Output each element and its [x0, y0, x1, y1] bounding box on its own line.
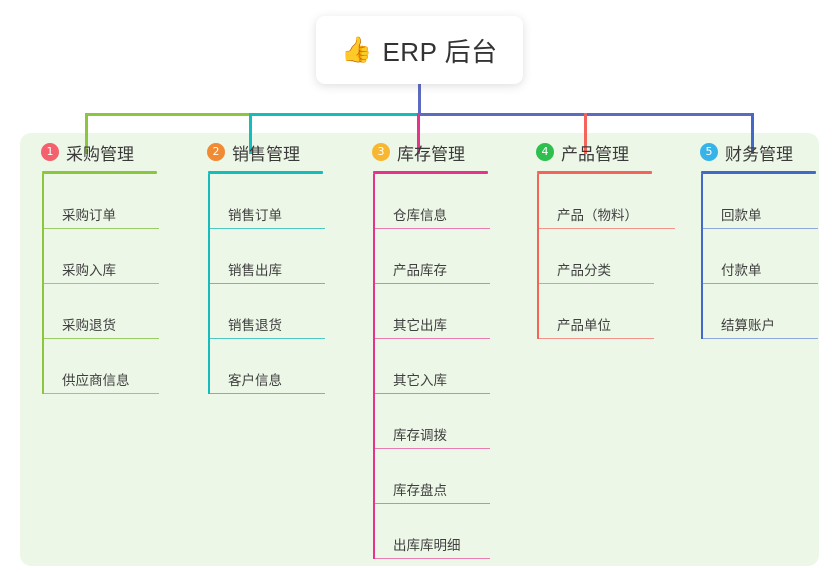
- leaf-item[interactable]: 结算账户: [701, 284, 818, 339]
- branch-title-5: 财务管理: [725, 144, 793, 164]
- leaf-list-4: 产品（物料） 产品分类产品单位: [537, 174, 675, 339]
- leaf-list-5: 回款单付款单结算账户: [701, 174, 818, 339]
- leaf-underline: 仓库信息: [375, 204, 490, 229]
- leaf-label: 仓库信息: [393, 208, 447, 223]
- leaf-underline: 其它入库: [375, 369, 490, 394]
- leaf-item[interactable]: 采购订单: [42, 174, 159, 229]
- thumbs-up-icon: 👍: [341, 35, 373, 64]
- leaf-item[interactable]: 产品分类: [537, 229, 654, 284]
- branch-header-4[interactable]: 4 产品管理: [526, 133, 652, 171]
- branch-title-4: 产品管理: [561, 144, 629, 164]
- leaf-item[interactable]: 产品库存: [373, 229, 490, 284]
- leaf-label: 结算账户: [721, 318, 775, 333]
- leaf-underline: 采购入库: [44, 259, 159, 284]
- branch-badge-2: 2: [207, 143, 225, 161]
- leaf-underline: 其它出库: [375, 314, 490, 339]
- leaf-underline: 库存盘点: [375, 479, 490, 504]
- leaf-underline: 供应商信息: [44, 369, 159, 394]
- leaf-item[interactable]: 库存盘点: [373, 449, 490, 504]
- leaf-label: 采购订单: [62, 208, 116, 223]
- leaf-item[interactable]: 库存调拨: [373, 394, 490, 449]
- leaf-underline: 采购退货: [44, 314, 159, 339]
- leaf-item[interactable]: 采购退货: [42, 284, 159, 339]
- root-node-title: ERP 后台: [382, 36, 498, 67]
- diagram-panel-background: [20, 133, 819, 566]
- branch-underline-2: [208, 171, 323, 174]
- leaf-label: 销售出库: [228, 263, 282, 278]
- branch-header-2[interactable]: 2 销售管理: [197, 133, 323, 171]
- branch-underline-3: [373, 171, 488, 174]
- leaf-label: 库存调拨: [393, 428, 447, 443]
- leaf-list-1: 采购订单采购入库采购退货供应商信息: [42, 174, 159, 394]
- leaf-item[interactable]: 产品单位: [537, 284, 654, 339]
- branch-title-3: 库存管理: [397, 144, 465, 164]
- leaf-item[interactable]: 其它出库: [373, 284, 490, 339]
- leaf-underline: 产品库存: [375, 259, 490, 284]
- leaf-underline: 回款单: [703, 204, 818, 229]
- leaf-underline: 付款单: [703, 259, 818, 284]
- leaf-label: 回款单: [721, 208, 762, 223]
- branch-column-5: 5 财务管理回款单付款单结算账户: [690, 133, 818, 339]
- leaf-underline: 产品分类: [539, 259, 654, 284]
- branch-underline-5: [701, 171, 816, 174]
- branch-column-3: 3 库存管理仓库信息产品库存其它出库其它入库库存调拨库存盘点出库库明细: [362, 133, 490, 559]
- leaf-label: 销售退货: [228, 318, 282, 333]
- leaf-underline: 结算账户: [703, 314, 818, 339]
- branch-badge-5: 5: [700, 143, 718, 161]
- leaf-item[interactable]: 回款单: [701, 174, 818, 229]
- branch-header-5[interactable]: 5 财务管理: [690, 133, 816, 171]
- branch-title-1: 采购管理: [66, 144, 134, 164]
- leaf-item[interactable]: 产品（物料）: [537, 174, 675, 229]
- leaf-label: 产品库存: [393, 263, 447, 278]
- leaf-label: 采购入库: [62, 263, 116, 278]
- leaf-label: 采购退货: [62, 318, 116, 333]
- leaf-underline: 出库库明细: [375, 534, 490, 559]
- leaf-item[interactable]: 销售退货: [208, 284, 325, 339]
- branch-underline-1: [42, 171, 157, 174]
- leaf-label: 其它出库: [393, 318, 447, 333]
- leaf-item[interactable]: 客户信息: [208, 339, 325, 394]
- leaf-item[interactable]: 出库库明细: [373, 504, 490, 559]
- leaf-label: 销售订单: [228, 208, 282, 223]
- leaf-underline: 销售订单: [210, 204, 325, 229]
- leaf-item[interactable]: 销售出库: [208, 229, 325, 284]
- leaf-list-3: 仓库信息产品库存其它出库其它入库库存调拨库存盘点出库库明细: [373, 174, 490, 559]
- branch-badge-1: 1: [41, 143, 59, 161]
- branch-columns: 1 采购管理采购订单采购入库采购退货供应商信息 2 销售管理销售订单销售出库销售退货客…: [0, 133, 839, 566]
- leaf-label: 产品分类: [557, 263, 611, 278]
- leaf-item[interactable]: 其它入库: [373, 339, 490, 394]
- leaf-item[interactable]: 付款单: [701, 229, 818, 284]
- leaf-label: 付款单: [721, 263, 762, 278]
- leaf-item[interactable]: 采购入库: [42, 229, 159, 284]
- leaf-underline: 客户信息: [210, 369, 325, 394]
- leaf-label: 其它入库: [393, 373, 447, 388]
- leaf-underline: 采购订单: [44, 204, 159, 229]
- leaf-item[interactable]: 供应商信息: [42, 339, 159, 394]
- branch-column-2: 2 销售管理销售订单销售出库销售退货客户信息: [197, 133, 325, 394]
- branch-badge-4: 4: [536, 143, 554, 161]
- leaf-underline: 销售退货: [210, 314, 325, 339]
- branch-title-2: 销售管理: [232, 144, 300, 164]
- leaf-underline: 库存调拨: [375, 424, 490, 449]
- branch-header-1[interactable]: 1 采购管理: [31, 133, 157, 171]
- branch-column-1: 1 采购管理采购订单采购入库采购退货供应商信息: [31, 133, 159, 394]
- leaf-label: 出库库明细: [393, 538, 461, 553]
- leaf-label: 库存盘点: [393, 483, 447, 498]
- root-node-card[interactable]: 👍 ERP 后台: [316, 16, 523, 84]
- leaf-list-2: 销售订单销售出库销售退货客户信息: [208, 174, 325, 394]
- leaf-item[interactable]: 仓库信息: [373, 174, 490, 229]
- leaf-label: 产品（物料）: [557, 208, 638, 223]
- leaf-underline: 产品单位: [539, 314, 654, 339]
- leaf-label: 供应商信息: [62, 373, 130, 388]
- branch-column-4: 4 产品管理产品（物料） 产品分类产品单位: [526, 133, 675, 339]
- leaf-label: 客户信息: [228, 373, 282, 388]
- leaf-underline: 销售出库: [210, 259, 325, 284]
- branch-badge-3: 3: [372, 143, 390, 161]
- leaf-label: 产品单位: [557, 318, 611, 333]
- branch-underline-4: [537, 171, 652, 174]
- branch-header-3[interactable]: 3 库存管理: [362, 133, 488, 171]
- leaf-item[interactable]: 销售订单: [208, 174, 325, 229]
- leaf-underline: 产品（物料）: [539, 204, 675, 229]
